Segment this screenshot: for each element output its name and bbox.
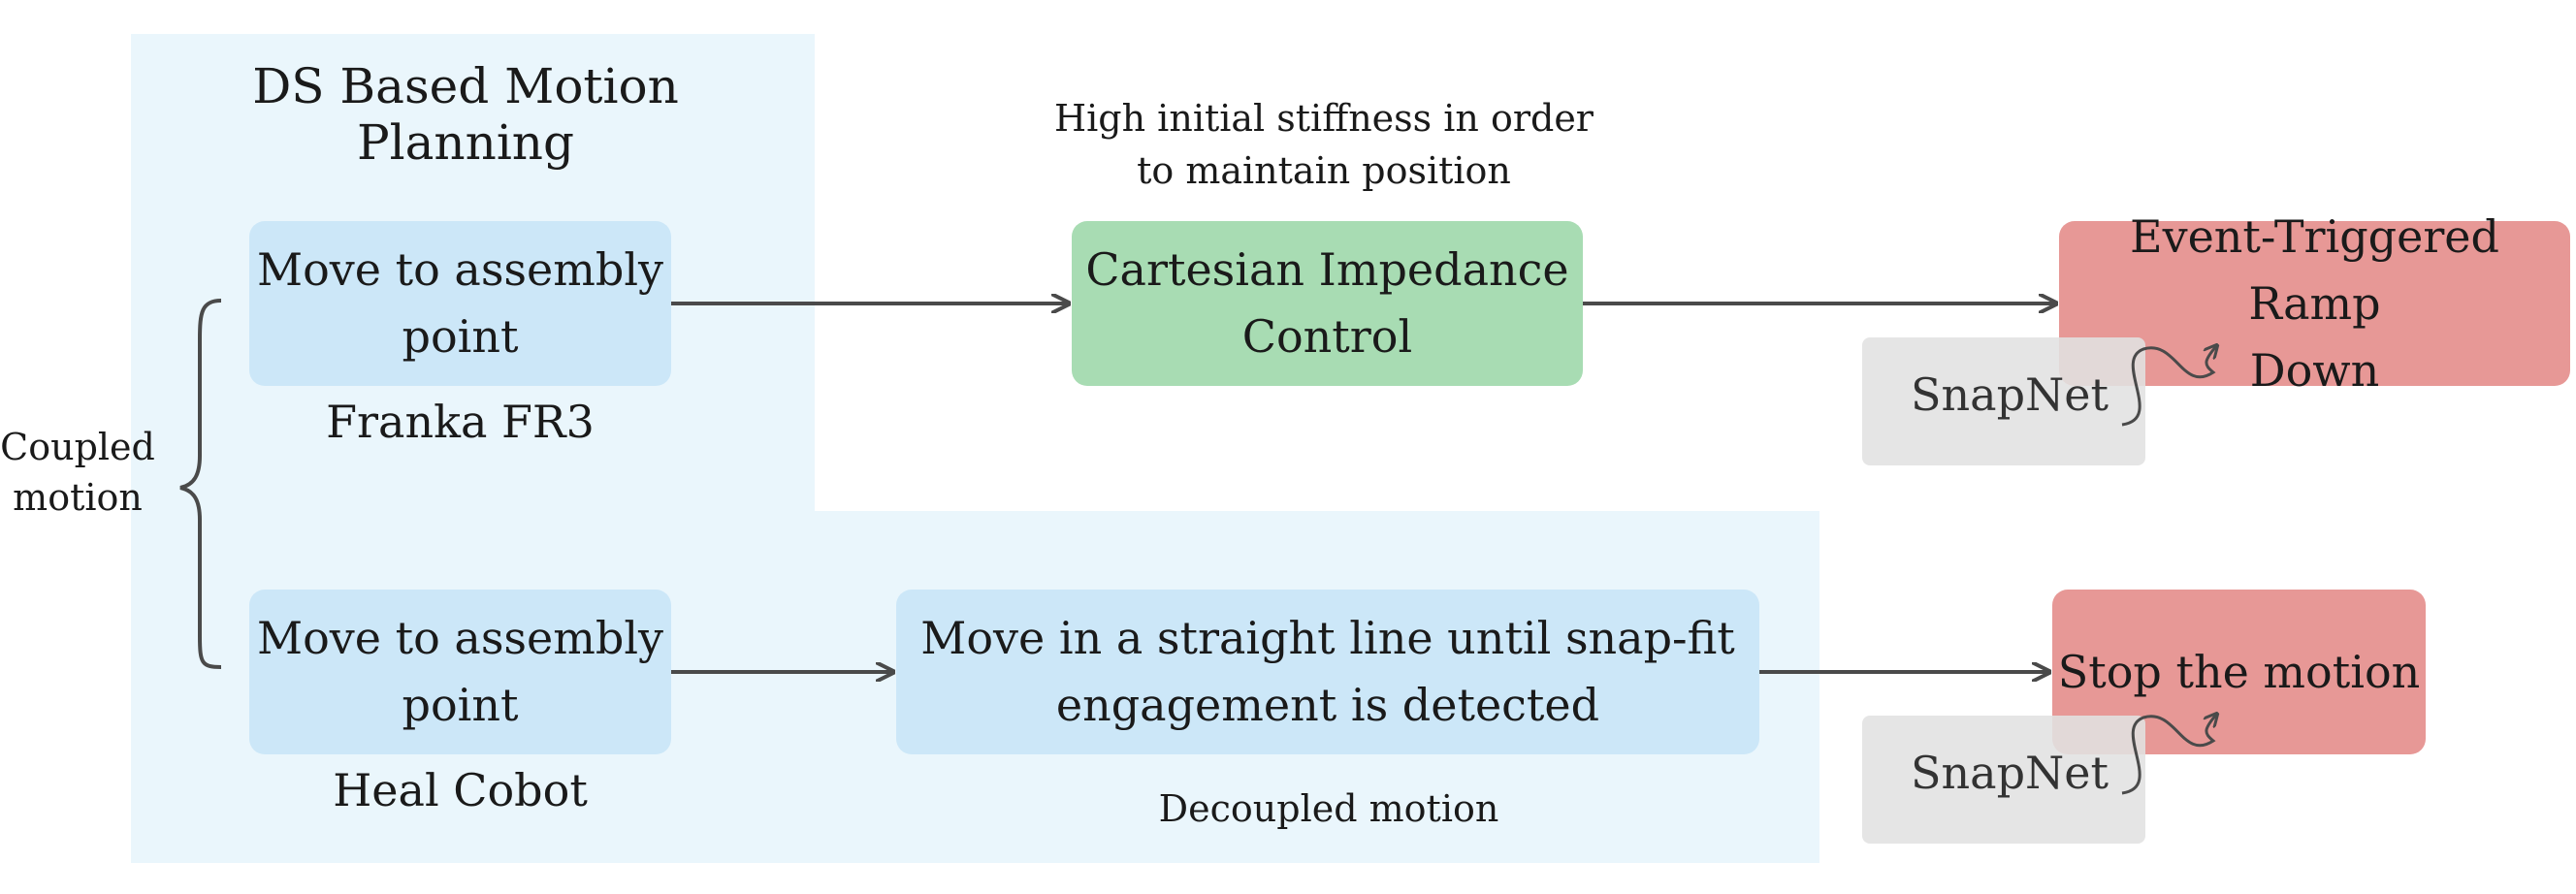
franka-move-line2: point xyxy=(402,310,519,363)
cartesian-impedance-line1: Cartesian Impedance xyxy=(1085,243,1569,296)
cartesian-impedance-box: Cartesian Impedance Control xyxy=(1072,221,1583,386)
ds-planning-title: DS Based Motion Planning xyxy=(252,58,679,171)
franka-move-box: Move to assembly point xyxy=(249,221,671,386)
heal-move-line1: Move to assembly xyxy=(256,612,664,664)
cartesian-impedance-line2: Control xyxy=(1241,310,1413,363)
stop-motion-box: Stop the motion xyxy=(2052,590,2426,754)
snapnet-box-top xyxy=(1862,337,2145,465)
snapnet-squiggle-top xyxy=(2121,345,2217,427)
decoupled-motion-label: Decoupled motion xyxy=(1158,787,1499,830)
coupled-motion-line1: Coupled xyxy=(0,426,155,468)
snapnet-box-bottom xyxy=(1862,716,2145,844)
coupled-motion-label: Coupled motion xyxy=(0,422,155,523)
event-ramp-down-line2: Down xyxy=(2249,343,2380,397)
franka-move-line1: Move to assembly xyxy=(256,243,664,296)
stiffness-annotation: High initial stiffness in order to maint… xyxy=(1028,92,1620,197)
straight-line-box: Move in a straight line until snap-fit e… xyxy=(896,590,1759,754)
event-ramp-down-line1: Event-Triggered Ramp xyxy=(2130,209,2499,330)
straight-line-line2: engagement is detected xyxy=(1055,679,1600,731)
heal-move-line2: point xyxy=(402,679,519,731)
stiffness-annotation-line2: to maintain position xyxy=(1137,149,1511,192)
snapnet-label-bottom: SnapNet xyxy=(1911,747,2109,799)
straight-line-line1: Move in a straight line until snap-fit xyxy=(920,612,1735,664)
heal-robot-label: Heal Cobot xyxy=(333,764,588,816)
coupled-brace xyxy=(179,299,222,669)
snapnet-squiggle-bottom xyxy=(2121,714,2217,795)
franka-robot-label: Franka FR3 xyxy=(326,396,595,448)
snapnet-label-top: SnapNet xyxy=(1911,368,2109,421)
coupled-motion-line2: motion xyxy=(13,476,143,519)
stop-motion-label: Stop the motion xyxy=(2057,645,2421,698)
heal-move-box: Move to assembly point xyxy=(249,590,671,754)
stiffness-annotation-line1: High initial stiffness in order xyxy=(1054,97,1594,140)
